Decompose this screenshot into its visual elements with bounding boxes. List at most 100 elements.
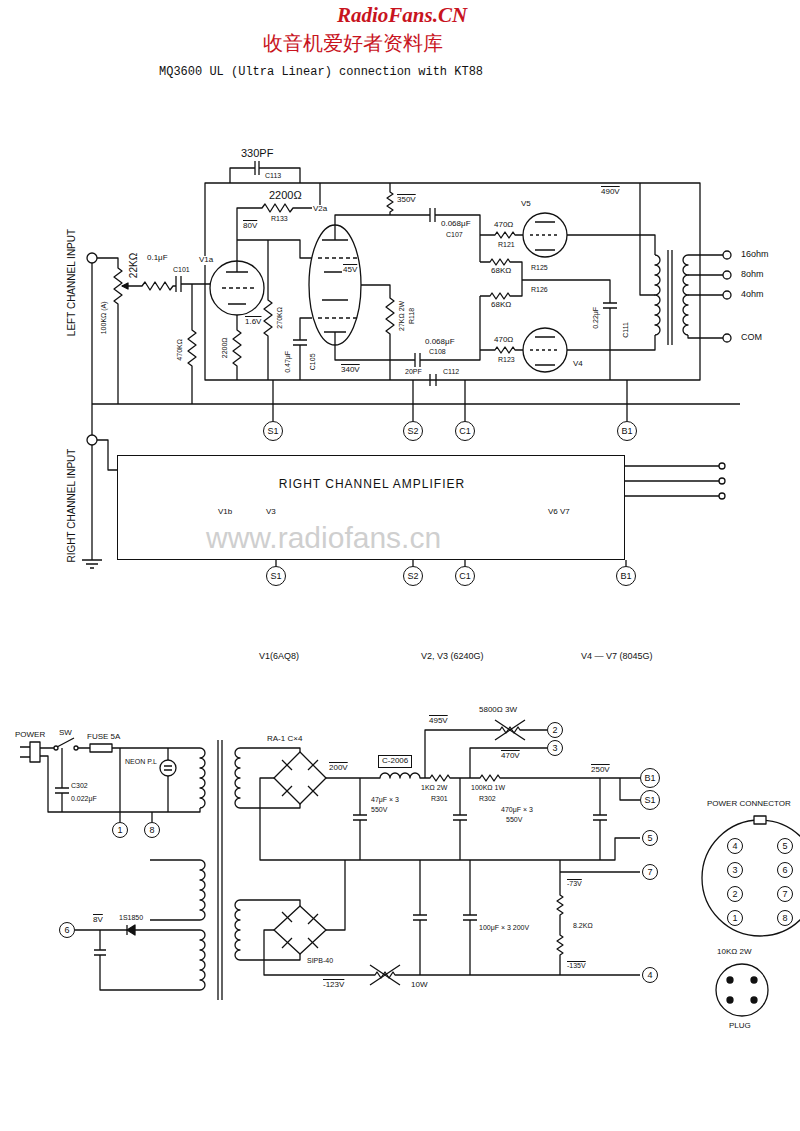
label-text: SW <box>58 729 73 738</box>
connector-pin: 4 <box>727 838 743 854</box>
label-text: R118 <box>408 307 416 325</box>
label-text: R126 <box>530 286 549 294</box>
label-text: SIPB-40 <box>306 957 334 965</box>
label-text: 470KΩ <box>176 338 184 362</box>
terminal-number: 7 <box>782 890 787 899</box>
label-text: 100KΩ 1W <box>470 784 506 792</box>
terminal-number: 2 <box>732 890 737 899</box>
terminal-number: 1 <box>117 826 122 835</box>
label-text: V2a <box>312 205 328 214</box>
label-text: RA-1 C×4 <box>266 735 303 744</box>
label-text: 22KΩ <box>129 251 140 278</box>
label-text: 470V <box>500 752 521 761</box>
connector-pin: 7 <box>777 886 793 902</box>
connector-pin: 2 <box>727 886 743 902</box>
label-text: 68KΩ <box>490 301 512 310</box>
terminal-number: S1 <box>270 572 281 581</box>
tube-label: V3 <box>266 508 276 517</box>
label-text: 0.068μF <box>424 338 456 347</box>
label-text: C101 <box>172 266 191 274</box>
label-text: 4ohm <box>740 290 765 300</box>
label-text: LEFT CHANNEL INPUT <box>67 227 78 336</box>
label-text: 270KΩ <box>276 306 284 330</box>
terminal-circle: 4 <box>642 967 658 983</box>
label-text: 5800Ω 3W <box>478 706 518 715</box>
header-text: 收音机爱好者资料库 <box>262 32 444 54</box>
label-text: C113 <box>264 172 282 180</box>
label-text: 1.6V <box>244 318 262 327</box>
choke-label-box: C-2006 <box>378 755 412 768</box>
label-text: 550V <box>370 806 388 814</box>
label-text: 350V <box>396 196 417 205</box>
label-text: 470Ω <box>493 221 514 230</box>
terminal-number: S2 <box>407 572 418 581</box>
tube-label: V6 V7 <box>548 508 570 517</box>
terminal-number: C1 <box>459 572 471 581</box>
terminal-number: B1 <box>620 572 631 581</box>
terminal-circle: 8 <box>144 822 160 838</box>
label-text: C112 <box>442 368 460 376</box>
watermark-text: www.radiofans.cn <box>205 521 442 554</box>
label-text: 340V <box>340 366 361 375</box>
terminal-circle: S1 <box>266 566 286 586</box>
label-text: R301 <box>430 795 449 803</box>
label-text: 550V <box>505 816 523 824</box>
terminal-circle: S1 <box>640 790 660 810</box>
terminal-circle: B1 <box>616 566 636 586</box>
label-text: V4 <box>572 360 584 369</box>
terminal-number: 5 <box>782 842 787 851</box>
terminal-number: C1 <box>459 427 471 436</box>
label-text: V4 — V7 (8045G) <box>580 652 654 662</box>
terminal-circle: C1 <box>455 566 475 586</box>
label-text: V5 <box>520 200 532 209</box>
label-text: 100μF × 3 200V <box>478 924 530 932</box>
terminal-number: 3 <box>552 744 557 753</box>
label-text: 2200Ω <box>268 189 303 201</box>
label-text: 100KΩ (A) <box>99 301 107 336</box>
terminal-circle: S2 <box>403 566 423 586</box>
label-text: 0.47μF <box>284 350 292 374</box>
terminal-number: B1 <box>621 427 632 436</box>
label-text: 0.068μF <box>440 220 472 229</box>
label-text: R121 <box>497 241 516 249</box>
label-text: 470Ω <box>493 336 514 345</box>
terminal-number: 1 <box>732 914 737 923</box>
label-text: 10W <box>410 981 428 990</box>
label-text: 20PF <box>404 368 423 376</box>
label-text: 80V <box>242 222 258 231</box>
terminal-number: 6 <box>782 866 787 875</box>
terminal-number: 6 <box>64 926 69 935</box>
terminal-circle: 3 <box>547 740 563 756</box>
terminal-circle: 2 <box>547 722 563 738</box>
label-text: 495V <box>428 717 449 726</box>
connector-pin: 3 <box>727 862 743 878</box>
label-text: R123 <box>497 356 516 364</box>
terminal-number: B1 <box>644 774 655 783</box>
connector-pin: 8 <box>777 910 793 926</box>
terminal-circle: 5 <box>642 830 658 846</box>
label-text: 47μF × 3 <box>370 796 400 804</box>
label-text: C108 <box>428 348 447 356</box>
terminal-circle: S1 <box>263 421 283 441</box>
label-text: POWER CONNECTOR <box>706 800 792 809</box>
part-name: C-2006 <box>382 757 408 766</box>
label-text: FUSE 5A <box>86 733 121 742</box>
label-text: 250V <box>590 766 611 775</box>
label-text: NEON P.L <box>124 758 158 766</box>
label-text: C111 <box>622 321 630 339</box>
label-text: 68KΩ <box>490 267 512 276</box>
terminal-circle: B1 <box>640 768 660 788</box>
label-text: 8ohm <box>740 270 765 280</box>
label-text: V1a <box>198 256 214 265</box>
label-text: 470μF × 3 <box>500 806 534 814</box>
terminal-number: 4 <box>647 971 652 980</box>
terminal-number: 8 <box>149 826 154 835</box>
terminal-circle: 1 <box>112 822 128 838</box>
label-text: COM <box>740 333 763 343</box>
terminal-number: 5 <box>647 834 652 843</box>
terminal-number: 7 <box>647 868 652 877</box>
amplifier-block: RIGHT CHANNEL AMPLIFIERV1bV3V6 V7 <box>117 455 625 560</box>
label-text: 10KΩ 2W <box>716 948 752 957</box>
